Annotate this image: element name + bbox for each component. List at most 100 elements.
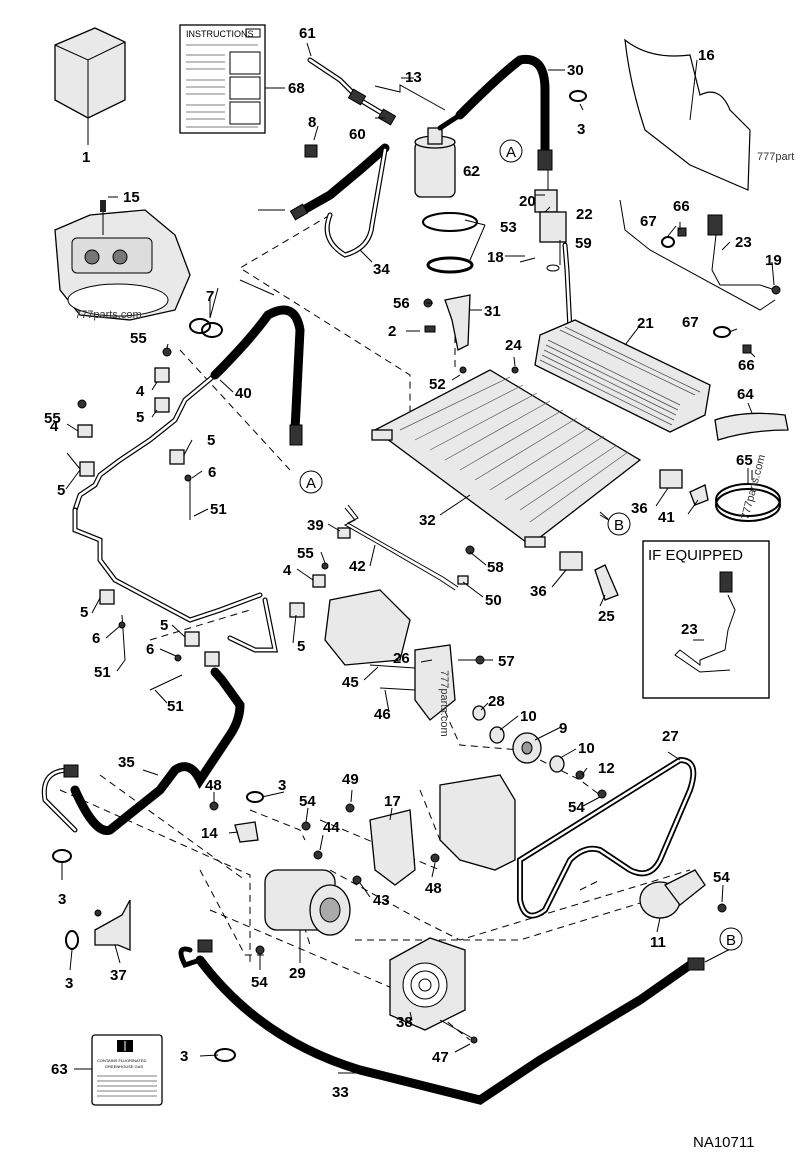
tube-42 <box>337 504 475 591</box>
callout-27: 27 <box>662 728 679 745</box>
callout-37: 37 <box>110 967 127 984</box>
callout-33: 33 <box>332 1084 349 1101</box>
hose-40 <box>72 305 305 513</box>
engine-mount <box>324 589 485 721</box>
callout-6: 6 <box>92 630 100 647</box>
callout-44: 44 <box>323 819 340 836</box>
callout-20: 20 <box>519 193 536 210</box>
callout-39: 39 <box>307 517 324 534</box>
callout-51: 51 <box>167 698 184 715</box>
callout-40: 40 <box>235 385 252 402</box>
callout-5: 5 <box>136 409 144 426</box>
engine-block <box>313 774 516 886</box>
connector-markers: A A B B <box>299 139 743 951</box>
callout-57: 57 <box>498 653 515 670</box>
callout-48: 48 <box>205 777 222 794</box>
hose-34 <box>289 143 390 263</box>
panel-16 <box>624 38 751 191</box>
callout-38: 38 <box>396 1014 413 1031</box>
callout-4: 4 <box>50 418 59 435</box>
callout-54: 54 <box>299 793 316 810</box>
foam-and-tube <box>714 412 789 522</box>
callout-3: 3 <box>180 1048 188 1065</box>
callout-32: 32 <box>419 512 436 529</box>
condenser-32 <box>371 369 642 548</box>
callout-41: 41 <box>658 509 675 526</box>
callout-6: 6 <box>146 641 154 658</box>
callout-67: 67 <box>640 213 657 230</box>
callout-63: 63 <box>51 1061 68 1078</box>
callout-3: 3 <box>58 891 66 908</box>
callout-54: 54 <box>568 799 585 816</box>
hose-33 <box>178 939 705 1105</box>
callout-16: 16 <box>698 47 715 64</box>
callout-28: 28 <box>488 693 505 710</box>
tube-loop <box>72 507 279 653</box>
leader-lines <box>61 42 775 1057</box>
small-fittings <box>304 144 525 257</box>
callout-9: 9 <box>559 720 567 737</box>
callout-5: 5 <box>297 638 305 655</box>
instructions-sheet: INSTRUCTIONS <box>179 24 285 134</box>
callout-5: 5 <box>57 482 65 499</box>
instructions-title: INSTRUCTIONS <box>186 29 254 39</box>
tensioner-11 <box>639 869 727 919</box>
callout-2: 2 <box>388 323 396 340</box>
callout-3: 3 <box>577 121 585 138</box>
callout-10: 10 <box>520 708 537 725</box>
bracket-37 <box>94 899 131 951</box>
callout-51: 51 <box>94 664 111 681</box>
bracket-31 <box>423 294 482 374</box>
idler-assembly <box>472 705 607 799</box>
callout-54: 54 <box>251 974 268 991</box>
callout-43: 43 <box>373 892 390 909</box>
callout-23: 23 <box>681 621 698 638</box>
callout-68: 68 <box>288 80 305 97</box>
callout-53: 53 <box>500 219 517 236</box>
fan-shroud-38 <box>389 937 478 1044</box>
sensor-23 <box>619 199 781 354</box>
clamp-7 <box>189 300 223 338</box>
callout-34: 34 <box>373 261 390 278</box>
callout-15: 15 <box>123 189 140 206</box>
callout-numbers: 1 2 3 3 3 3 3 3 4 4 4 5 5 5 5 5 5 6 6 6 … <box>44 25 782 1101</box>
decal-line-2: GREENHOUSE GAS <box>105 1064 143 1069</box>
connector-a-left-label: A <box>306 475 316 492</box>
callout-58: 58 <box>487 559 504 576</box>
clips-and-bolts <box>77 347 329 691</box>
callout-55: 55 <box>44 410 61 427</box>
callout-67: 67 <box>682 314 699 331</box>
watermark-1: 777parts.com <box>75 309 142 321</box>
callout-4: 4 <box>136 383 145 400</box>
decal-63: CONTAINS FLUORINATED GREENHOUSE GAS <box>74 1034 163 1106</box>
callout-66: 66 <box>673 198 690 215</box>
callout-17: 17 <box>384 793 401 810</box>
callout-60: 60 <box>349 126 366 143</box>
callout-64: 64 <box>737 386 754 403</box>
callout-56: 56 <box>393 295 410 312</box>
connector-b-right <box>607 512 631 536</box>
callout-8: 8 <box>308 114 316 131</box>
callout-47: 47 <box>432 1049 449 1066</box>
decal-line-1: CONTAINS FLUORINATED <box>97 1058 147 1063</box>
callout-51: 51 <box>210 501 227 518</box>
callout-24: 24 <box>505 337 522 354</box>
callout-35: 35 <box>118 754 135 771</box>
callout-50: 50 <box>485 592 502 609</box>
callout-22: 22 <box>576 206 593 223</box>
connector-a-top <box>499 139 523 163</box>
callout-46: 46 <box>374 706 391 723</box>
callout-14: 14 <box>201 825 218 842</box>
callout-6: 6 <box>208 464 216 481</box>
callout-3: 3 <box>65 975 73 992</box>
callout-10: 10 <box>578 740 595 757</box>
callout-3: 3 <box>278 777 286 794</box>
diagram-code: NA10711 <box>693 1134 754 1151</box>
callout-11: 11 <box>650 934 666 951</box>
if-equipped-label: IF EQUIPPED <box>648 547 743 564</box>
bracket-14 <box>209 791 311 843</box>
callout-12: 12 <box>598 760 615 777</box>
callout-54: 54 <box>713 869 730 886</box>
part-box <box>54 27 126 145</box>
if-equipped-box: IF EQUIPPED <box>642 540 770 699</box>
